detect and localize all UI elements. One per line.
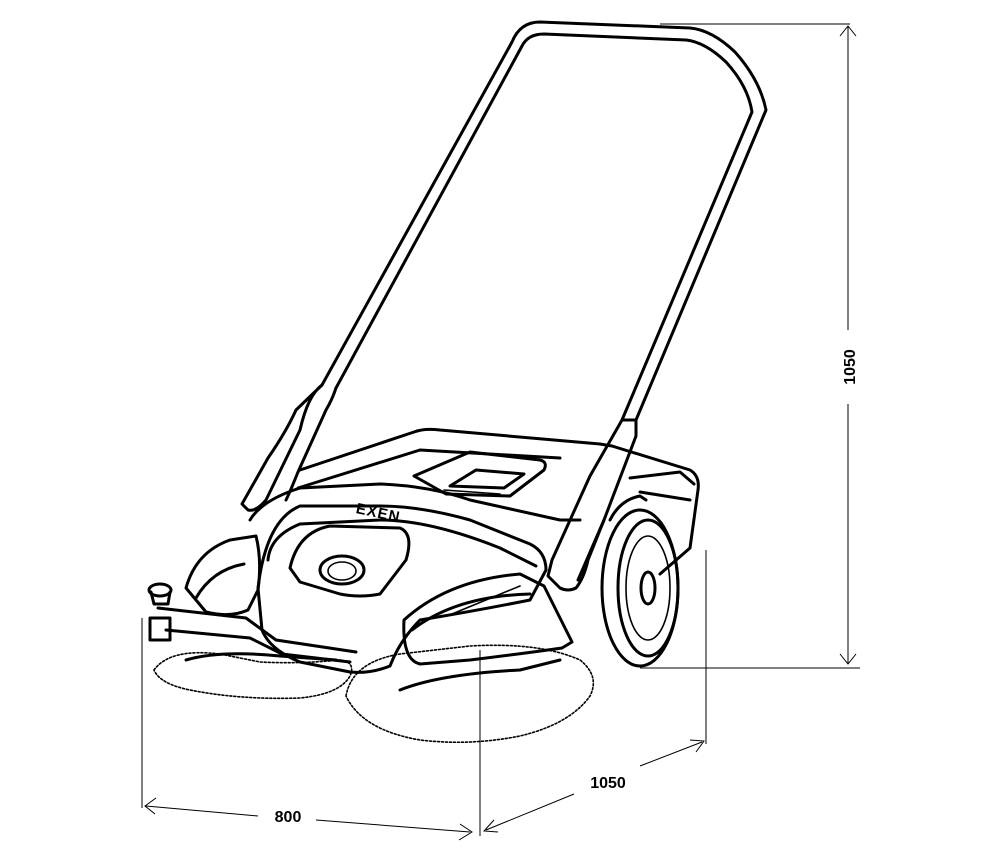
- width-label: 800: [275, 809, 302, 826]
- dimension-width: 800: [141, 618, 473, 841]
- rear-wheel: [600, 494, 680, 668]
- dimension-height: 1050: [640, 23, 860, 669]
- handle-right-leg: [546, 418, 638, 592]
- dimension-depth: 1050: [479, 550, 707, 836]
- depth-label: 1050: [590, 775, 626, 792]
- right-side-brush: [345, 644, 595, 744]
- sweeper-body: EXEN: [147, 427, 700, 674]
- height-label: 1050: [842, 349, 859, 385]
- handle-left-leg: [240, 383, 338, 512]
- left-side-brush: [153, 651, 353, 700]
- push-handle: [320, 20, 768, 422]
